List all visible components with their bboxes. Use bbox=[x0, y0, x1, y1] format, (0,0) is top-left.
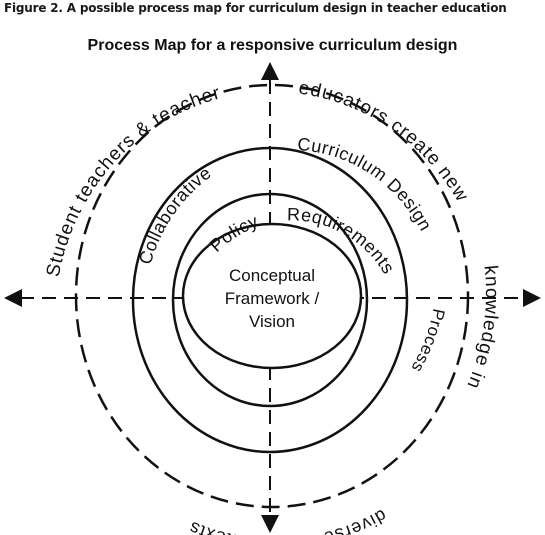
arrow-left-icon bbox=[4, 289, 22, 307]
figure-caption: Figure 2. A possible process map for cur… bbox=[4, 1, 507, 15]
middle-ring-label-lower-right: Process bbox=[407, 307, 447, 376]
center-text-line-1: Conceptual bbox=[229, 266, 315, 285]
outer-ring-label-lower-right: knowledge in bbox=[462, 264, 501, 392]
svg-text:Process: Process bbox=[407, 307, 448, 376]
arrow-down-icon bbox=[261, 515, 279, 533]
center-text-line-2: Framework / bbox=[225, 289, 320, 308]
middle-ring bbox=[131, 146, 409, 454]
center-text-line-3: Vision bbox=[249, 312, 295, 331]
svg-text:knowledge in: knowledge in bbox=[462, 264, 502, 392]
outer-ring-label-bottom-right: diverse bbox=[321, 505, 389, 535]
svg-text:contexts: contexts bbox=[186, 517, 265, 535]
center-circle bbox=[181, 222, 363, 370]
arrow-up-icon bbox=[261, 62, 279, 80]
diagram-title: Process Map for a responsive curriculum … bbox=[87, 37, 458, 54]
inner-ring bbox=[171, 192, 369, 408]
outer-ring bbox=[74, 83, 470, 509]
outer-ring-label-bottom-left: contexts bbox=[186, 517, 264, 535]
arrow-right-icon bbox=[523, 289, 541, 307]
svg-text:diverse: diverse bbox=[321, 505, 390, 535]
